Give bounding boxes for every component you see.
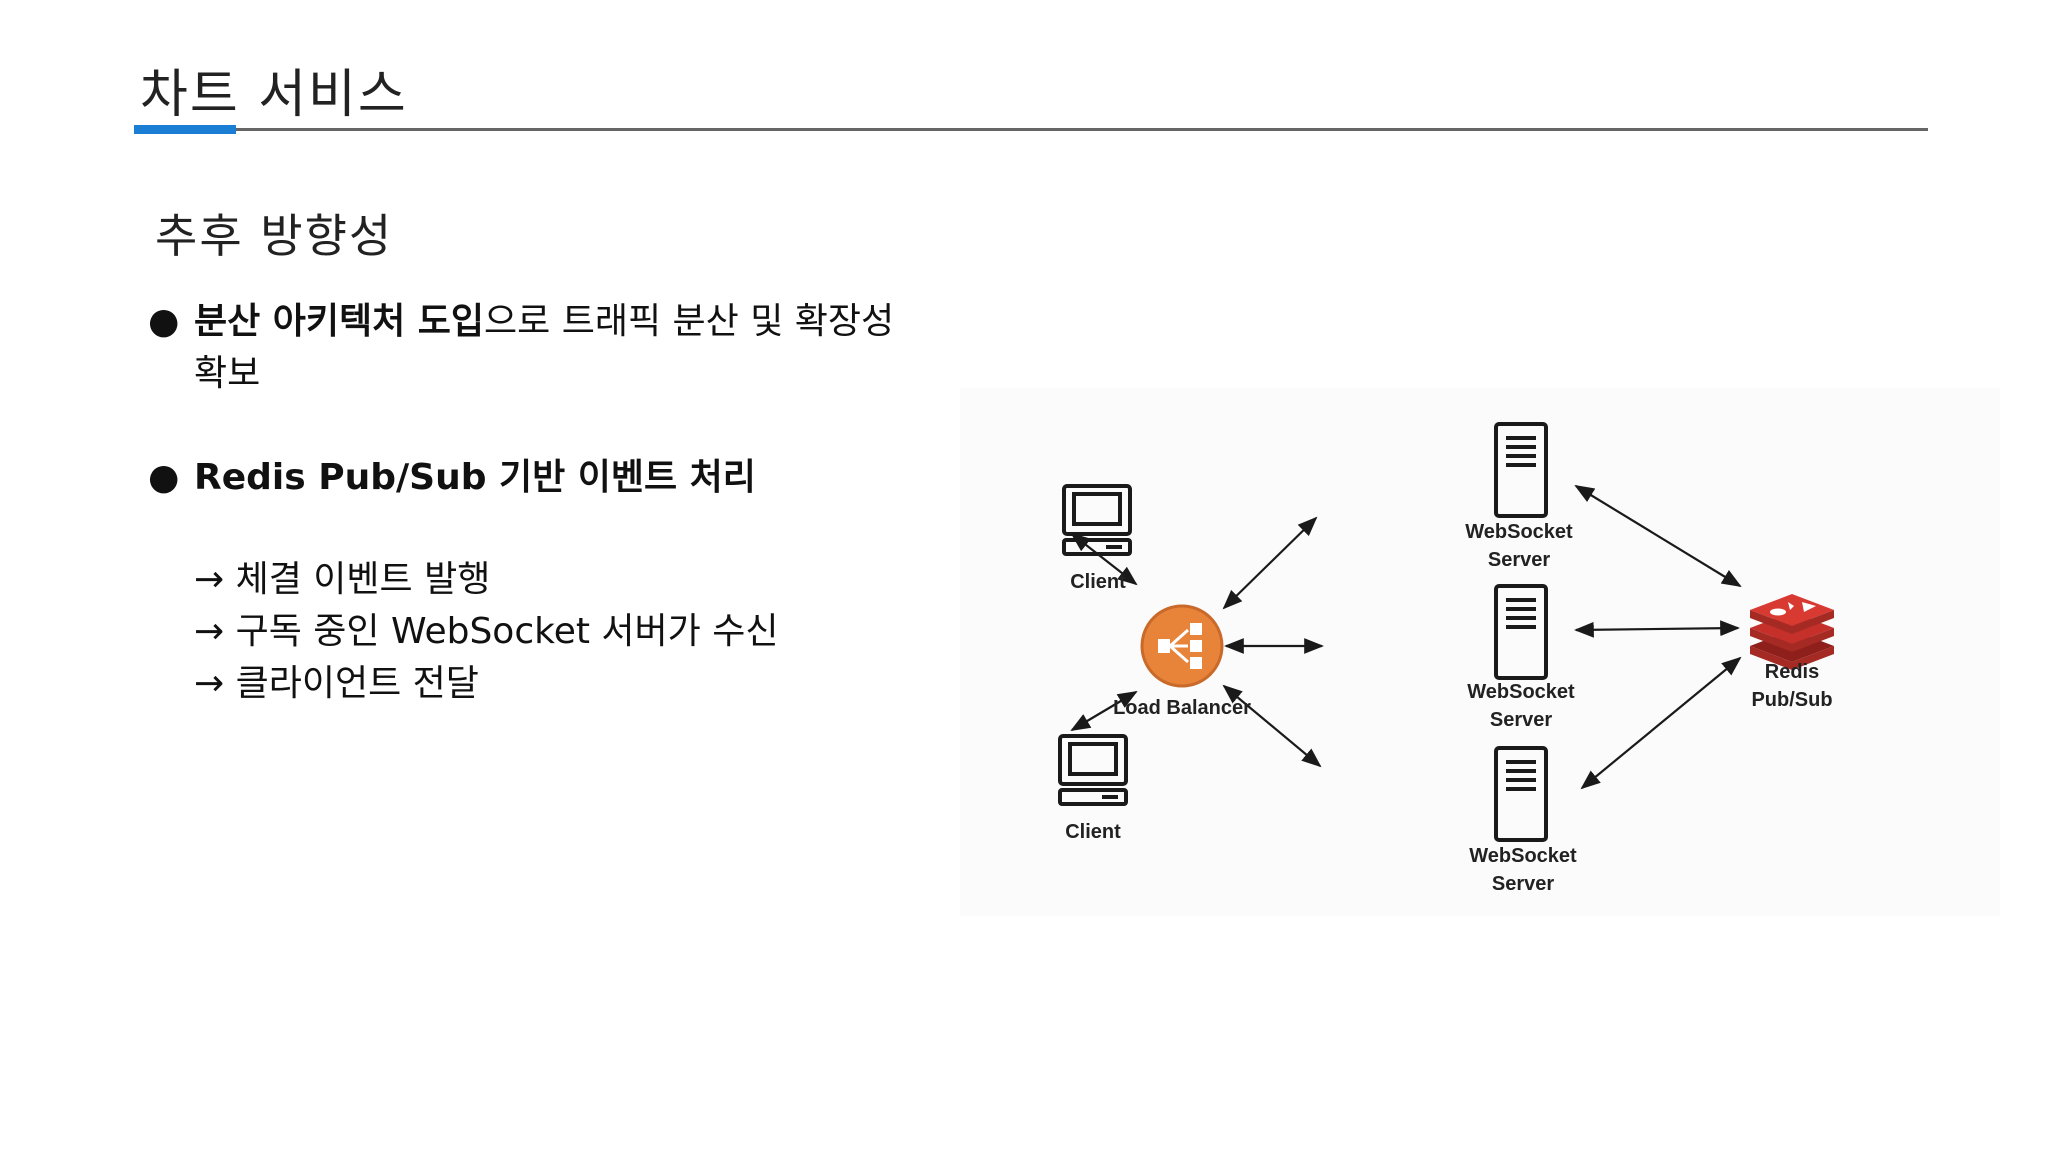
sub-point-ws-receive: → 구독 중인 WebSocket 서버가 수신 (194, 611, 779, 652)
load-balancer-label: Load Balancer (1113, 697, 1251, 719)
ws-server-1-label: WebSocket Server (1464, 518, 1574, 574)
bullet-dot: ● (148, 301, 180, 342)
client-top-icon (1062, 484, 1132, 556)
arrow-ws2-redis (1574, 620, 1740, 638)
redis-logo-icon (1750, 594, 1834, 670)
ws-server-3-label-line1: WebSocket (1469, 845, 1577, 867)
bullet-bold-text: Redis Pub/Sub 기반 이벤트 처리 (194, 457, 756, 498)
ws-server-3-icon (1494, 746, 1548, 842)
bullet-text-line2: 확보 (194, 353, 261, 394)
load-balancer-icon (1140, 604, 1224, 688)
ws-server-2-icon (1494, 584, 1548, 680)
ws-server-2-label: WebSocket Server (1466, 678, 1576, 734)
sub-point-publish-event: → 체결 이벤트 발행 (194, 559, 491, 600)
arrow-client-bottom-lb (1070, 690, 1138, 732)
connection-arrows (1070, 484, 1742, 790)
ws-server-3-label: WebSocket Server (1468, 842, 1578, 898)
arrow-client-top-lb (1070, 532, 1138, 586)
client-top-label: Client (1070, 571, 1126, 593)
redis-label-line2: Pub/Sub (1751, 689, 1833, 711)
ws-server-1-icon (1494, 422, 1548, 518)
diagram-canvas (1058, 422, 1834, 842)
arrow-lb-ws3 (1222, 684, 1322, 768)
bullet-dot: ● (148, 457, 180, 498)
client-bottom-icon (1058, 734, 1128, 806)
sub-point-client-deliver: → 클라이언트 전달 (194, 663, 479, 704)
ws-server-1-label-line1: WebSocket (1465, 521, 1573, 543)
client-bottom-label: Client (1065, 821, 1121, 843)
slide-title: 차트 서비스 (140, 65, 408, 125)
ws-server-2-label-line1: WebSocket (1467, 681, 1575, 703)
title-accent-bar (134, 125, 236, 134)
section-heading: 추후 방향성 (155, 209, 394, 263)
bullet-bold-text: 분산 아키텍처 도입 (194, 301, 485, 342)
arrow-lb-ws1 (1222, 516, 1318, 610)
redis-label-line1: Redis (1764, 661, 1820, 683)
ws-server-3-label-line2: Server (1491, 873, 1555, 895)
arrow-ws1-redis (1574, 484, 1742, 588)
arrow-ws3-redis (1580, 656, 1742, 790)
redis-label: Redis Pub/Sub (1744, 658, 1840, 714)
ws-server-1-label-line2: Server (1487, 549, 1551, 571)
bullet-text: 으로 트래픽 분산 및 확장성 (484, 301, 895, 342)
ws-server-2-label-line2: Server (1489, 709, 1553, 731)
title-divider (134, 128, 1928, 131)
architecture-diagram: Client Client Load Balancer WebSocket Se… (960, 388, 2000, 916)
